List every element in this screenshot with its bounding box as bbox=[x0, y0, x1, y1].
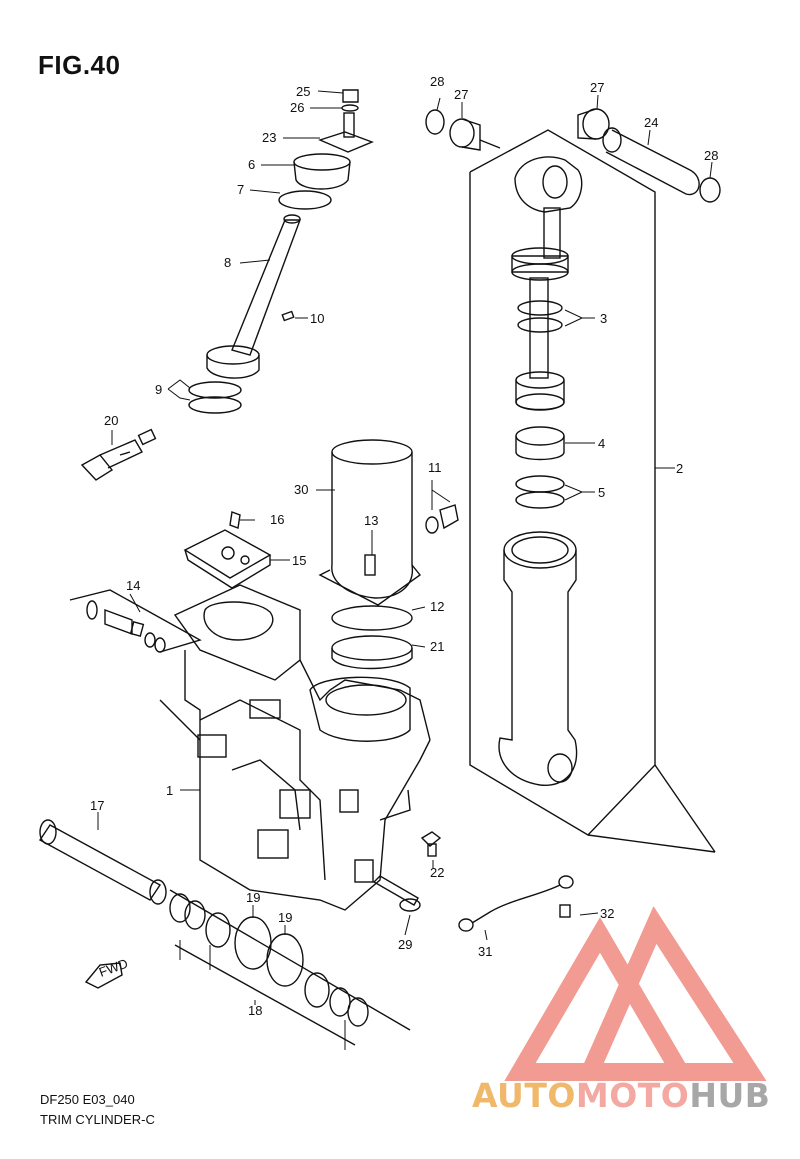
callout-14: 14 bbox=[126, 578, 140, 593]
plate-15 bbox=[183, 511, 272, 589]
model-code: DF250 E03_040 bbox=[40, 1092, 135, 1107]
figure-name: TRIM CYLINDER-C bbox=[40, 1112, 155, 1127]
callout-22: 22 bbox=[430, 865, 444, 880]
reservoir-30 bbox=[318, 439, 459, 670]
callout-16: 16 bbox=[270, 512, 284, 527]
callout-30: 30 bbox=[294, 482, 308, 497]
callout-26: 26 bbox=[290, 100, 304, 115]
callout-23: 23 bbox=[262, 130, 276, 145]
callout-27b: 27 bbox=[590, 80, 604, 95]
callout-6: 6 bbox=[248, 157, 255, 172]
callout-20: 20 bbox=[104, 413, 118, 428]
callout-1: 1 bbox=[166, 783, 173, 798]
callout-21: 21 bbox=[430, 639, 444, 654]
watermark-text: AUTOMOTOHUB bbox=[472, 1076, 770, 1115]
callout-7: 7 bbox=[237, 182, 244, 197]
callout-2: 2 bbox=[676, 461, 683, 476]
callout-10: 10 bbox=[310, 311, 324, 326]
callout-28b: 28 bbox=[704, 148, 718, 163]
bracket-1 bbox=[159, 584, 431, 911]
callout-12: 12 bbox=[430, 599, 444, 614]
diagram-title: FIG.40 bbox=[38, 50, 121, 80]
callout-3: 3 bbox=[600, 311, 607, 326]
callout-4: 4 bbox=[598, 436, 605, 451]
callout-11: 11 bbox=[428, 460, 442, 475]
fwd-label: FWD bbox=[97, 956, 130, 980]
pin-and-bushings bbox=[425, 108, 721, 203]
watermark-part-moto: MOTO bbox=[575, 1076, 690, 1115]
leader-lines bbox=[97, 90, 713, 1050]
callout-28a: 28 bbox=[430, 74, 444, 89]
watermark-part-hub: HUB bbox=[689, 1076, 771, 1115]
manual-valve-tube bbox=[188, 89, 374, 414]
valve-pin-20 bbox=[80, 428, 157, 481]
cylinder-assembly bbox=[469, 129, 716, 853]
callout-5: 5 bbox=[598, 485, 605, 500]
callout-8: 8 bbox=[224, 255, 231, 270]
callout-labels: 1 2 3 4 5 6 7 8 9 10 11 12 13 14 15 16 1… bbox=[90, 74, 718, 1018]
callout-31: 31 bbox=[478, 944, 492, 959]
callout-18: 18 bbox=[248, 1003, 262, 1018]
callout-15: 15 bbox=[292, 553, 306, 568]
callout-13: 13 bbox=[364, 513, 378, 528]
watermark-part-auto: AUTO bbox=[472, 1076, 576, 1115]
callout-24: 24 bbox=[644, 115, 658, 130]
callout-17: 17 bbox=[90, 798, 104, 813]
callout-27a: 27 bbox=[454, 87, 468, 102]
fwd-arrow-icon bbox=[84, 962, 123, 989]
callout-32: 32 bbox=[600, 906, 614, 921]
callout-9: 9 bbox=[155, 382, 162, 397]
callout-29: 29 bbox=[398, 937, 412, 952]
tilt-shaft-17 bbox=[38, 819, 411, 1046]
ground-wire bbox=[458, 875, 574, 932]
watermark-logo bbox=[504, 906, 767, 1081]
callout-25: 25 bbox=[296, 84, 310, 99]
valve-14 bbox=[69, 589, 202, 653]
bolts bbox=[372, 831, 442, 912]
callout-19a: 19 bbox=[246, 890, 260, 905]
callout-19b: 19 bbox=[278, 910, 292, 925]
